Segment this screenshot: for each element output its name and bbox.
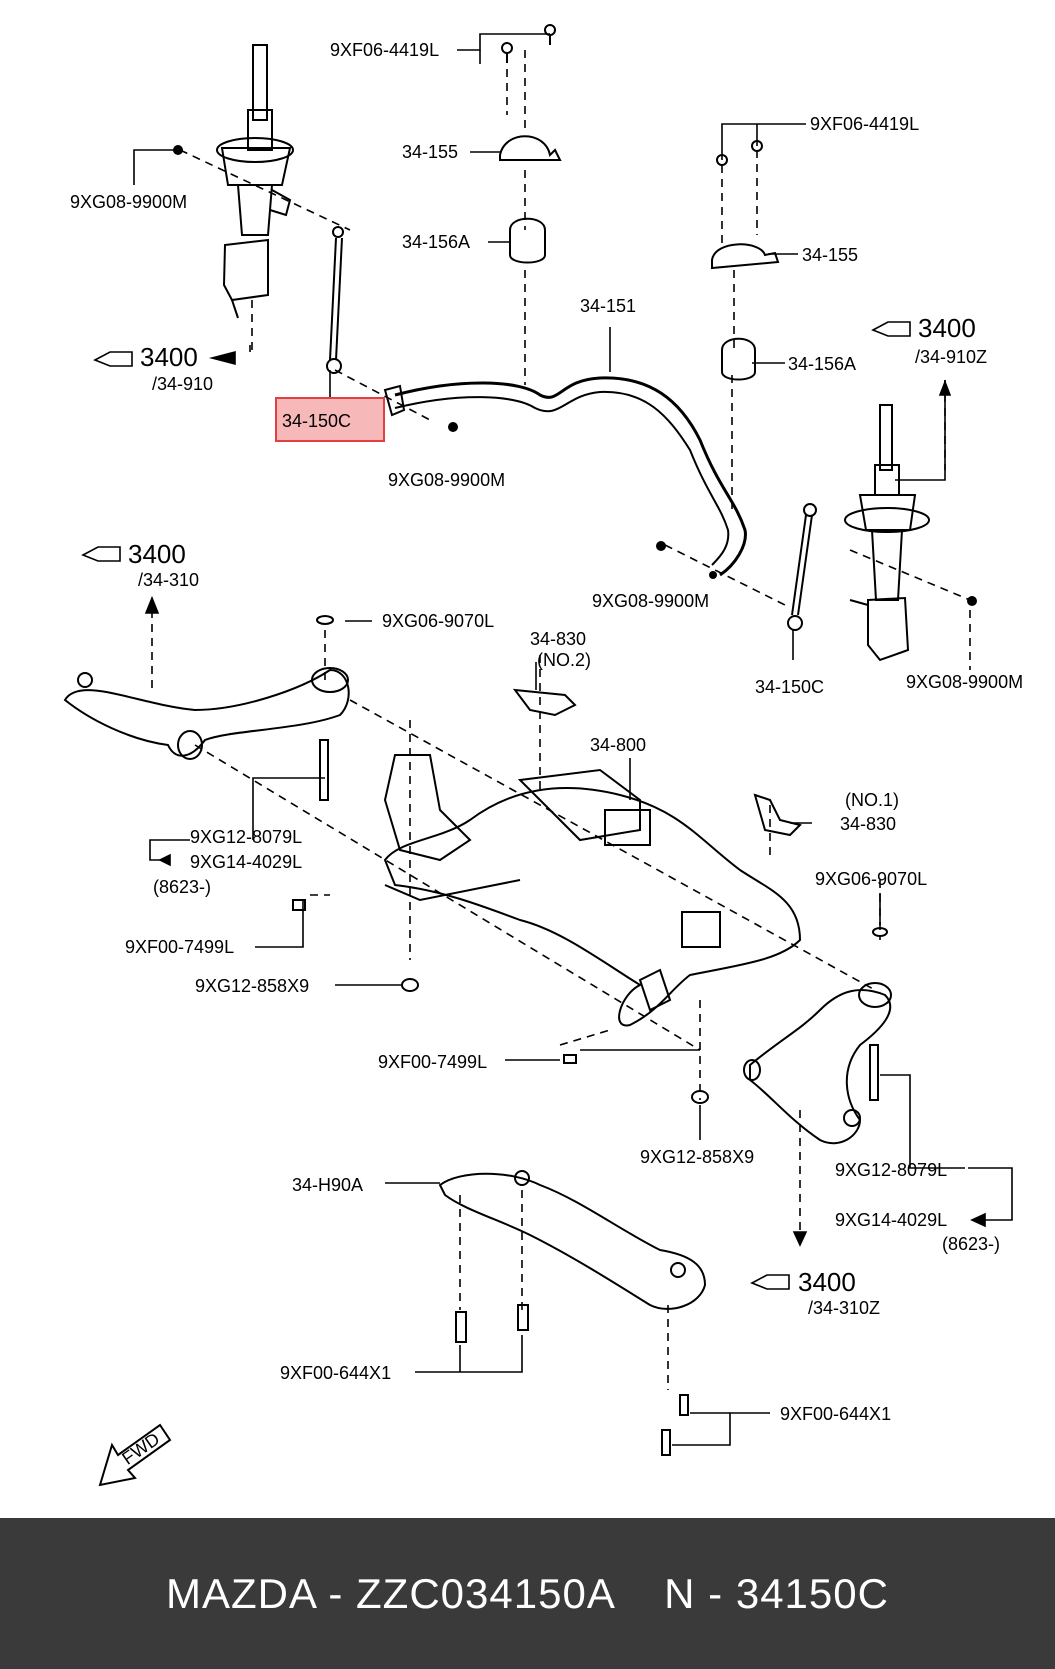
label-xf06-top: 9XF06-4419L: [330, 40, 439, 60]
lower-arm-right: [743, 982, 892, 1145]
label-range-right: (8623-): [942, 1234, 1000, 1254]
label-34-800: 34-800: [590, 735, 646, 755]
label-xg06-right: 9XG06-9070L: [815, 869, 927, 889]
ref-3400-strut-left: 3400: [140, 342, 198, 372]
label-34-h90a: 34-H90A: [292, 1175, 363, 1195]
label-xg08-strut-left: 9XG08-9900M: [70, 192, 187, 212]
ref-34-910-left: /34-910: [152, 374, 213, 394]
ref-3400-arm-left: 3400: [128, 539, 186, 569]
bracket-no2: [512, 688, 577, 717]
label-34-150c-highlighted: 34-150C: [282, 411, 351, 431]
label-34-156a-right: 34-156A: [788, 354, 856, 374]
label-xg14-right: 9XG14-4029L: [835, 1210, 947, 1230]
label-34-830-no1: 34-830: [840, 814, 896, 834]
highlight-box: [275, 397, 385, 442]
label-fwd: FWD: [118, 1429, 163, 1469]
label-xg06-left: 9XG06-9070L: [382, 611, 494, 631]
label-xf00-7499-left: 9XF00-7499L: [125, 937, 234, 957]
label-xg08-link-left: 9XG08-9900M: [388, 470, 505, 490]
label-34-151: 34-151: [580, 296, 636, 316]
front-crossmember: [383, 754, 802, 1027]
forward-arrow-icon: [98, 1423, 172, 1487]
footer-part-number: MAZDA - ZZC034150A N - 34150C: [166, 1569, 889, 1617]
label-34-830-no2: 34-830: [530, 629, 586, 649]
label-xf00-644-left: 9XF00-644X1: [280, 1363, 391, 1383]
stabilizer-bar: [383, 376, 747, 577]
label-xg14-left: 9XG14-4029L: [190, 852, 302, 872]
label-34-155-right: 34-155: [802, 245, 858, 265]
label-no2: (NO.2): [537, 650, 591, 670]
label-xg08-strut-right: 9XG08-9900M: [906, 672, 1023, 692]
label-34-150c-right: 34-150C: [755, 677, 824, 697]
label-xg08-mid: 9XG08-9900M: [592, 591, 709, 611]
ref-34-910z-right: /34-910Z: [915, 347, 987, 367]
label-no1: (NO.1): [845, 790, 899, 810]
rear-crossmember: [438, 1170, 707, 1310]
hand-pointer-icon-strut-left: [93, 351, 133, 367]
hand-pointer-icon-arm-right: [750, 1274, 790, 1290]
bushing-bracket-right: [711, 140, 780, 381]
right-strut-assembly: [844, 404, 930, 662]
bushing-bracket-top: [499, 24, 562, 264]
label-range-left: (8623-): [153, 877, 211, 897]
ref-34-310z-right: /34-310Z: [808, 1298, 880, 1318]
ref-34-310-left: /34-310: [138, 570, 199, 590]
hand-pointer-icon-strut-right: [871, 321, 911, 337]
left-strut-assembly: [216, 44, 294, 319]
ref-3400-strut-right: 3400: [918, 313, 976, 343]
bolts: [292, 615, 888, 1456]
hand-pointer-icon-arm-left: [81, 546, 121, 562]
label-xf00-644-right: 9XF00-644X1: [780, 1404, 891, 1424]
stabilizer-link-left: [326, 226, 344, 374]
suspension-parts-diagram: 9XF06-4419L 34-155 34-156A 9XG08-9900M 3…: [63, 24, 1023, 1487]
label-34-155-top: 34-155: [402, 142, 458, 162]
footer-bar: MAZDA - ZZC034150A N - 34150C: [0, 1518, 1055, 1669]
hand-pointer-icons: [81, 321, 911, 1290]
label-xf00-7499-mid: 9XF00-7499L: [378, 1052, 487, 1072]
label-34-156a-left: 34-156A: [402, 232, 470, 252]
label-xg12-8079-left: 9XG12-8079L: [190, 827, 302, 847]
label-xg12-8079-right: 9XG12-8079L: [835, 1160, 947, 1180]
label-xg12-858-mid: 9XG12-858X9: [640, 1147, 754, 1167]
label-xg12-858-left: 9XG12-858X9: [195, 976, 309, 996]
lower-arm-left: [63, 667, 350, 760]
stabilizer-link-right: [787, 503, 817, 631]
label-xf06-right: 9XF06-4419L: [810, 114, 919, 134]
bracket-no1: [753, 793, 802, 837]
ref-3400-arm-right: 3400: [798, 1267, 856, 1297]
